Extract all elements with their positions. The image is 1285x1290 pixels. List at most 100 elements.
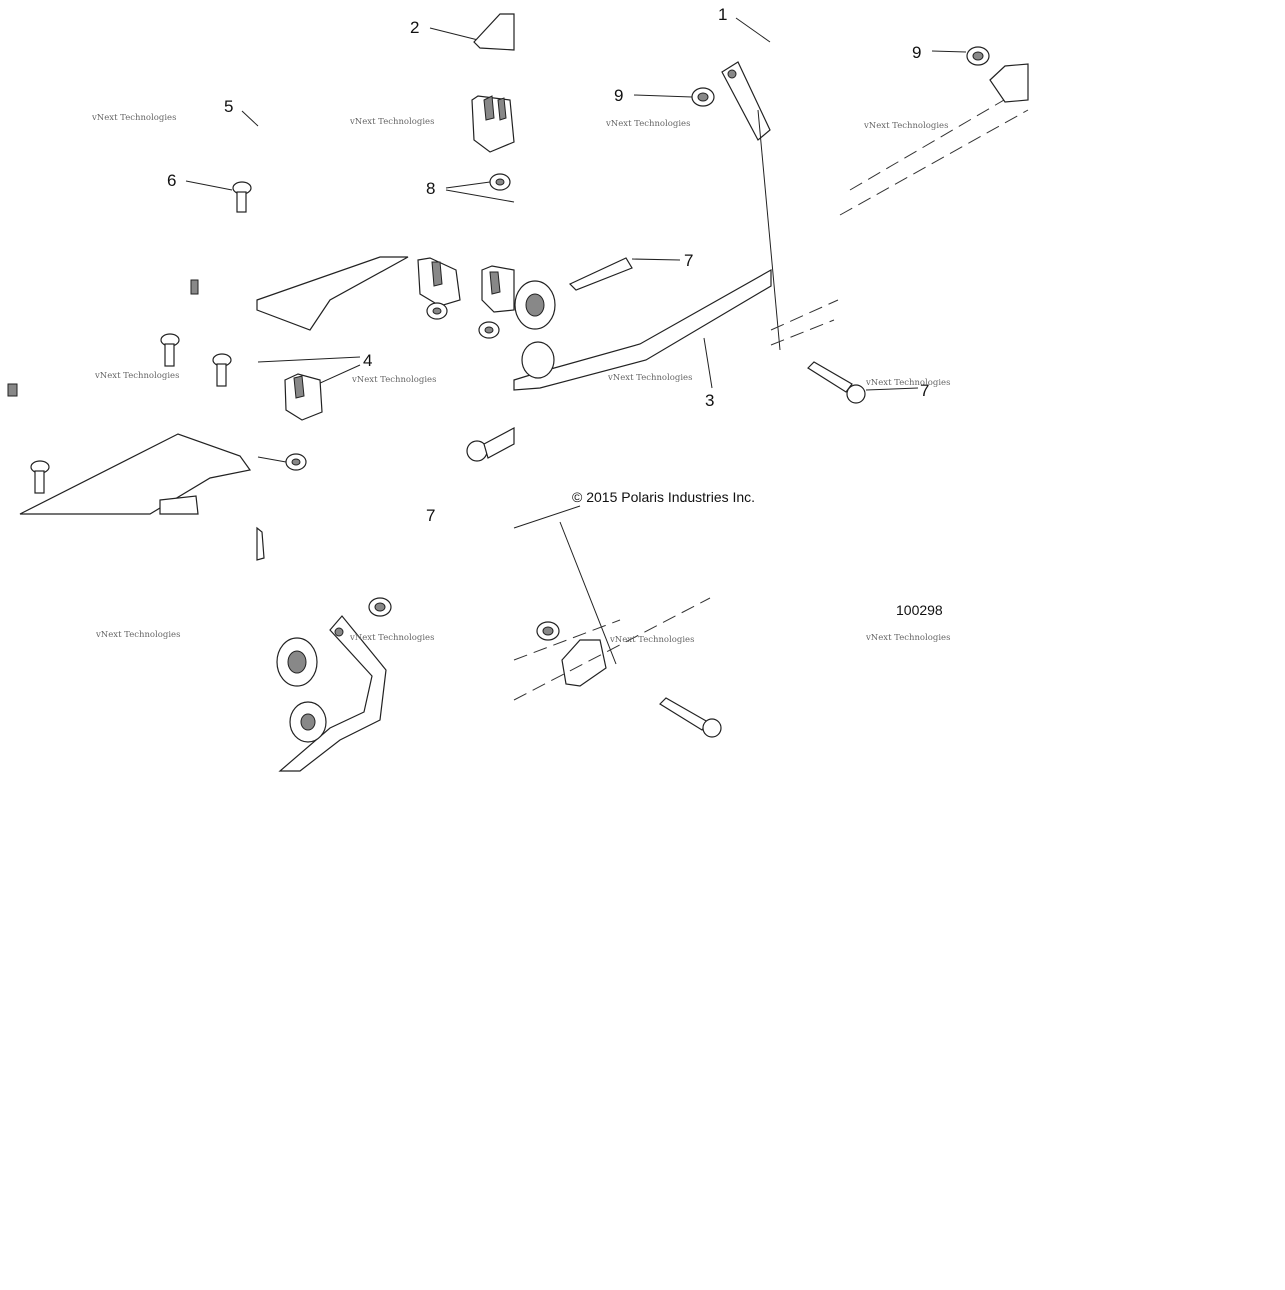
frame-bracket bbox=[989, 63, 1029, 103]
watermark-8: vNext Technologies bbox=[865, 378, 950, 388]
callout-1: 1 bbox=[718, 5, 727, 24]
grease-fitting bbox=[190, 279, 199, 295]
carriage-bolt bbox=[30, 460, 50, 494]
frame-outline-3 bbox=[770, 299, 839, 331]
callout-7-c: 7 bbox=[426, 506, 435, 525]
watermark-text: vNext Technologies bbox=[91, 113, 176, 123]
watermark-5: vNext Technologies bbox=[94, 371, 179, 381]
leader-4b bbox=[317, 364, 361, 385]
tile-bottom-right: 100298 vNext Technologies bbox=[865, 602, 950, 643]
frame-edge bbox=[513, 505, 581, 529]
watermark-2: vNext Technologies bbox=[349, 117, 434, 127]
tile-middle-left: vNext Technologies bbox=[7, 279, 252, 515]
flange-nut bbox=[489, 173, 511, 191]
leader-3 bbox=[703, 337, 713, 389]
watermark-text: vNext Technologies bbox=[349, 117, 434, 127]
watermark-text: vNext Technologies bbox=[609, 635, 694, 645]
skid-plate-section bbox=[256, 256, 409, 331]
watermark-text: vNext Technologies bbox=[605, 119, 690, 129]
frame-outline-1 bbox=[839, 109, 1029, 216]
part-number: 100298 bbox=[896, 602, 943, 618]
watermark-text: vNext Technologies bbox=[349, 633, 434, 643]
tile-middle-right: 7 vNext Technologies bbox=[770, 299, 950, 404]
link-bushing bbox=[514, 280, 556, 379]
grease-fitting bbox=[7, 383, 18, 397]
link-bushing bbox=[276, 637, 327, 743]
watermark-text: vNext Technologies bbox=[607, 373, 692, 383]
skid-plate-corner bbox=[473, 13, 515, 51]
cable-clip bbox=[471, 95, 515, 153]
sway-bar bbox=[513, 268, 772, 391]
cable-clip bbox=[159, 495, 199, 515]
tile-middle-center-right: 7 3 © 2015 Polaris Industries Inc. vNext… bbox=[513, 251, 772, 505]
watermark-12: vNext Technologies bbox=[865, 633, 950, 643]
flange-bolt bbox=[659, 697, 722, 738]
watermark-1: vNext Technologies bbox=[91, 113, 176, 123]
callout-8: 8 bbox=[426, 179, 435, 198]
watermark-10: vNext Technologies bbox=[349, 633, 434, 643]
leader-7-a bbox=[631, 258, 681, 261]
callout-9-a: 9 bbox=[614, 86, 623, 105]
watermark-4: vNext Technologies bbox=[863, 121, 948, 131]
tile-middle-center-left: 4 7 vNext Technologies bbox=[159, 256, 515, 525]
leader-7-b bbox=[865, 387, 919, 391]
tile-bottom-center-right: vNext Technologies bbox=[513, 505, 722, 738]
leader-frame bbox=[559, 521, 617, 665]
leader-4a bbox=[257, 356, 361, 363]
skid-plate bbox=[19, 433, 252, 515]
watermark-text: vNext Technologies bbox=[94, 371, 179, 381]
pin bbox=[568, 257, 633, 291]
frame-outline-2 bbox=[849, 85, 1029, 191]
cable-clip bbox=[284, 373, 323, 421]
sway-bar-link bbox=[278, 615, 387, 772]
flange-nut bbox=[368, 597, 392, 617]
callout-2: 2 bbox=[410, 18, 419, 37]
leader-2 bbox=[429, 27, 479, 41]
watermark-text: vNext Technologies bbox=[863, 121, 948, 131]
watermark-text: vNext Technologies bbox=[351, 375, 436, 385]
callout-6: 6 bbox=[167, 171, 176, 190]
callout-3: 3 bbox=[705, 391, 714, 410]
watermark-text: vNext Technologies bbox=[95, 630, 180, 640]
frame-outline-6 bbox=[513, 619, 621, 661]
leader-5 bbox=[241, 110, 259, 127]
leader-9-b bbox=[931, 50, 967, 53]
leader-1 bbox=[735, 17, 771, 43]
tile-top-right: 9 vNext Technologies bbox=[839, 43, 1029, 216]
flange-bolt bbox=[807, 361, 866, 404]
tile-top-left: 5 6 vNext Technologies bbox=[91, 97, 259, 213]
callout-9-b: 9 bbox=[912, 43, 921, 62]
flange-nut bbox=[426, 302, 448, 320]
leader-6 bbox=[185, 180, 233, 191]
cable-clip bbox=[417, 257, 461, 307]
carriage-bolt bbox=[160, 333, 180, 367]
flange-bolt bbox=[466, 427, 515, 462]
watermark-3: vNext Technologies bbox=[605, 119, 690, 129]
sway-bar-link bbox=[721, 61, 781, 351]
tile-bottom-center-left: vNext Technologies bbox=[256, 526, 434, 772]
flange-nut bbox=[478, 321, 500, 339]
watermark-text: vNext Technologies bbox=[865, 378, 950, 388]
flange-nut bbox=[691, 87, 715, 107]
frame-bracket bbox=[561, 639, 607, 687]
watermark-11: vNext Technologies bbox=[609, 635, 694, 645]
frame-outline-5 bbox=[513, 597, 711, 701]
leader-8a bbox=[445, 181, 491, 189]
callout-4: 4 bbox=[363, 351, 372, 370]
callout-7-a: 7 bbox=[684, 251, 693, 270]
copyright-text: © 2015 Polaris Industries Inc. bbox=[572, 489, 755, 505]
clip-edge bbox=[256, 526, 265, 561]
flange-nut bbox=[285, 453, 307, 471]
leader-9-a bbox=[633, 94, 693, 98]
watermark-6: vNext Technologies bbox=[351, 375, 436, 385]
tile-bottom-left: vNext Technologies bbox=[95, 630, 180, 640]
watermark-9: vNext Technologies bbox=[95, 630, 180, 640]
cable-clip bbox=[481, 265, 515, 313]
watermark-text: vNext Technologies bbox=[865, 633, 950, 643]
callout-5: 5 bbox=[224, 97, 233, 116]
frame-outline-4 bbox=[770, 319, 835, 346]
flange-nut bbox=[966, 46, 990, 66]
tile-top-center-left: 2 8 vNext Technologies bbox=[349, 13, 515, 203]
